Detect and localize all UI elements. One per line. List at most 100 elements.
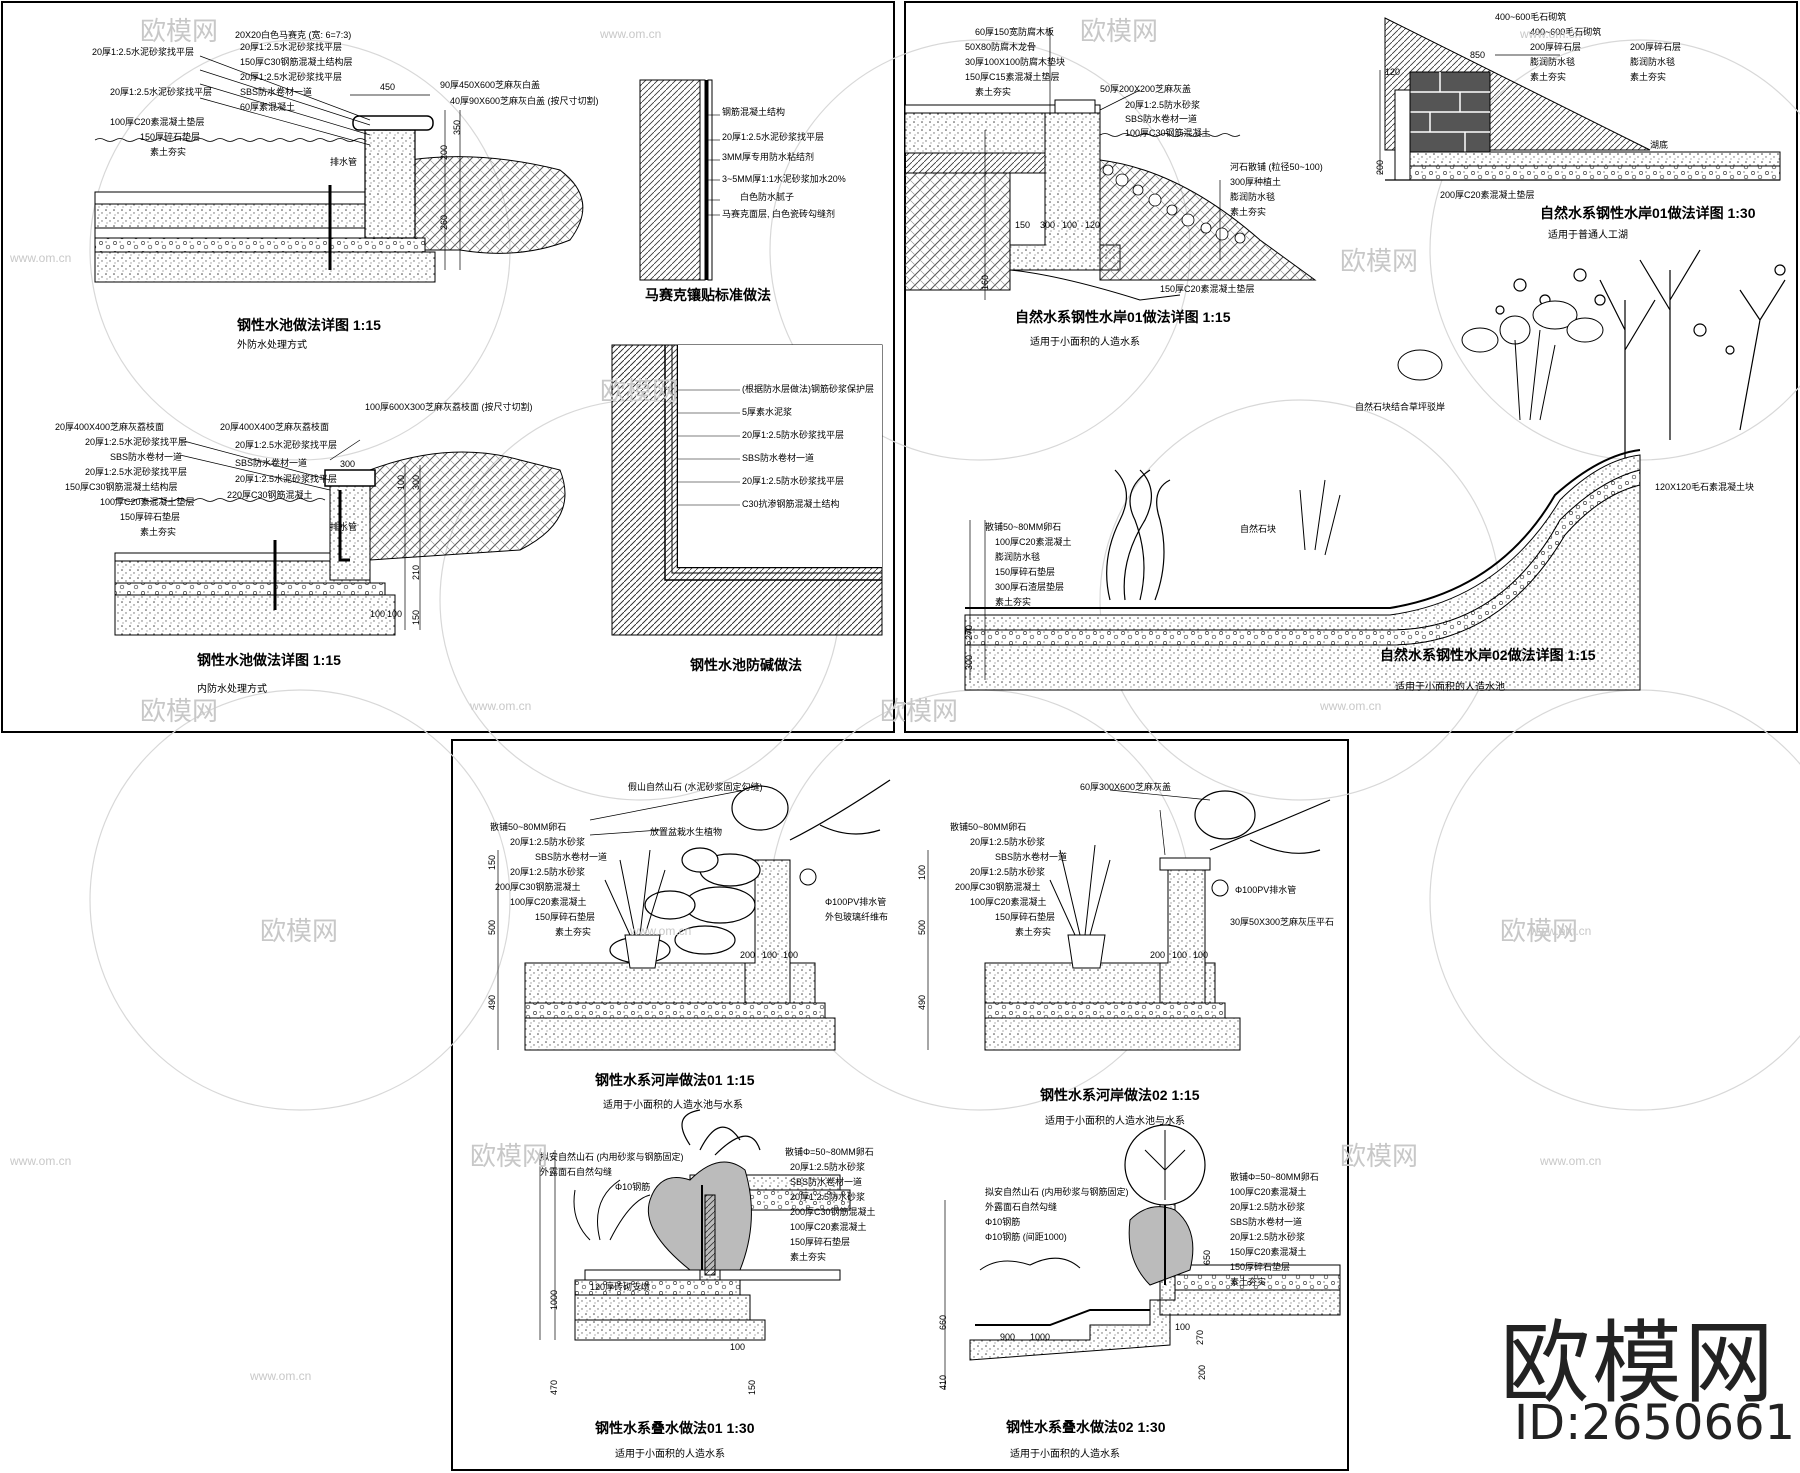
- svg-text:www.om.cn: www.om.cn: [1319, 699, 1381, 713]
- p11-dim: 650: [1202, 1250, 1212, 1265]
- p1-note: 20厚1:2.5水泥砂浆找平层: [240, 41, 342, 52]
- p5-note: 素土夯实: [1230, 206, 1266, 217]
- p3-note: 150厚碎石垫层: [120, 511, 180, 522]
- watermark-tiles: 欧模网 欧模网 欧模网 欧模网 欧模网 欧模网 欧模网 欧模网 欧模网 欧模网: [140, 16, 1578, 1171]
- p6-note: 膨润防水毯: [1530, 56, 1575, 67]
- p1-note: 60厚素混凝土: [240, 101, 295, 112]
- p8-callout: Φ100PV排水管: [825, 896, 886, 907]
- p3-dim: 100: [387, 609, 402, 619]
- p3-note: 20厚400X400芝麻灰荔枝面: [220, 421, 329, 432]
- p7-subtitle: 适用于小面积的人造水池: [1395, 680, 1505, 693]
- panel-river-bank-01: [497, 779, 891, 1051]
- p10-callout: 120厚砖砌支墩: [590, 1281, 650, 1292]
- p4-note: (根据防水层做法)钢筋砂浆保护层: [742, 383, 874, 394]
- svg-text:www.om.cn: www.om.cn: [469, 699, 531, 713]
- p11-dim: 200: [1197, 1365, 1207, 1380]
- svg-text:www.om.cn: www.om.cn: [249, 1369, 311, 1383]
- p2-note: 20厚1:2.5水泥砂浆找平层: [722, 131, 824, 142]
- p7-note: 素土夯实: [995, 596, 1031, 607]
- p3-note: 150厚C30钢筋混凝土结构层: [65, 481, 178, 492]
- p5-note: 30厚100X100防腐木垫块: [965, 56, 1065, 67]
- p3-note: 20厚1:2.5水泥砂浆找平层: [235, 473, 337, 484]
- p6-subtitle: 适用于普通人工湖: [1548, 228, 1628, 241]
- p3-note: SBS防水卷材一道: [235, 457, 307, 468]
- p5-dim: 100: [1062, 220, 1077, 230]
- p5-note: 素土夯实: [975, 86, 1011, 97]
- p6-note: 200厚碎石层: [1530, 41, 1581, 52]
- p8-dim: 200: [740, 950, 755, 960]
- p5-note: 膨润防水毯: [1230, 191, 1275, 202]
- p9-dim: 100: [917, 865, 927, 880]
- p5-note: 60厚150宽防腐木板: [975, 26, 1054, 37]
- p2-title: 马赛克镶贴标准做法: [645, 287, 771, 303]
- p8-callout: 假山自然山石 (水泥砂浆固定勾缝): [628, 781, 763, 792]
- p5-callout: 50厚200X200芝麻灰盖: [1100, 83, 1191, 94]
- p11-dim: 270: [1195, 1330, 1205, 1345]
- p9-note: 素土夯实: [1015, 926, 1051, 937]
- p8-note: 100厚C20素混凝土: [510, 896, 587, 907]
- p6-callout: 湖底: [1650, 139, 1668, 150]
- p1-note: 20X20白色马赛克 (宽: 6=7:3): [235, 29, 351, 40]
- p10-note: 200厚C30钢筋混凝土: [790, 1206, 876, 1217]
- frame-bottom: [451, 739, 1349, 1471]
- p7-callout: 120X120毛石素混凝土块: [1655, 481, 1754, 492]
- p1-note: 20厚1:2.5水泥砂浆找平层: [92, 46, 194, 57]
- p5-dim: 300: [1040, 220, 1055, 230]
- svg-text:欧模网: 欧模网: [1500, 916, 1578, 946]
- p8-note: SBS防水卷材一道: [535, 851, 607, 862]
- p1-note: SBS防水卷材一道: [240, 86, 312, 97]
- p11-note: 散铺Φ=50~80MM卵石: [1230, 1171, 1319, 1182]
- p9-callout: Φ100PV排水管: [1235, 884, 1296, 895]
- watermark-brand-large: 欧模网: [1500, 1311, 1776, 1416]
- p7-title: 自然水系钢性水岸02做法详图 1:15: [1380, 647, 1596, 663]
- p8-dim: 500: [487, 920, 497, 935]
- p3-note: 20厚1:2.5水泥砂浆找平层: [235, 439, 337, 450]
- p1-title: 钢性水池做法详图 1:15: [237, 317, 381, 333]
- p6-note: 素土夯实: [1630, 71, 1666, 82]
- p2-note: 马赛克面层, 白色瓷砖勾缝剂: [722, 208, 835, 219]
- svg-text:www.om.cn: www.om.cn: [1539, 1154, 1601, 1168]
- p7-note: 100厚C20素混凝土: [995, 536, 1072, 547]
- p5-dim: 150: [1015, 220, 1030, 230]
- p11-title: 钢性水系叠水做法02 1:30: [1006, 1419, 1166, 1435]
- p7-note: 散铺50~80MM卵石: [985, 521, 1061, 532]
- p1-subtitle: 外防水处理方式: [237, 338, 307, 351]
- p5-subtitle: 适用于小面积的人造水系: [1030, 335, 1140, 348]
- frame-top-right: [904, 1, 1798, 733]
- p6-note: 膨润防水毯: [1630, 56, 1675, 67]
- svg-text:www.om.cn: www.om.cn: [629, 924, 691, 938]
- p4-note: C30抗渗钢筋混凝土结构: [742, 498, 840, 509]
- p9-dim: 100: [1193, 950, 1208, 960]
- p1-callout: 排水管: [330, 156, 357, 167]
- p3-note: 素土夯实: [140, 526, 176, 537]
- p10-dim: 100: [730, 1342, 745, 1352]
- p11-dim: 900: [1000, 1332, 1015, 1342]
- p5-title: 自然水系钢性水岸01做法详图 1:15: [1015, 309, 1231, 325]
- p7-callout: 自然石块: [1240, 523, 1276, 534]
- p7-callout: 自然石块结合草坪驳岸: [1355, 401, 1445, 412]
- panel-pool-exterior-waterproof: [94, 55, 584, 283]
- p3-note: SBS防水卷材一道: [110, 451, 182, 462]
- p8-callout: 外包玻璃纤维布: [825, 911, 888, 922]
- p10-note: 散铺Φ=50~80MM卵石: [785, 1146, 874, 1157]
- p11-note: 20厚1:2.5防水砂浆: [1230, 1231, 1305, 1242]
- p5-note: 河石散铺 (粒径50~100): [1230, 161, 1323, 172]
- svg-text:www.om.cn: www.om.cn: [9, 1154, 71, 1168]
- p2-note: 白色防水腻子: [740, 191, 794, 202]
- p9-note: 散铺50~80MM卵石: [950, 821, 1026, 832]
- p3-callout: 排水管: [330, 521, 357, 532]
- p5-note: 300厚种植土: [1230, 176, 1281, 187]
- p11-note: 100厚C20素混凝土: [1230, 1186, 1307, 1197]
- svg-text:www.om.cn: www.om.cn: [1529, 924, 1591, 938]
- panel-natural-bank-02: [964, 249, 1786, 691]
- watermark-sites: www.om.cn www.om.cn www.om.cn www.om.cn …: [9, 27, 1601, 1383]
- p10-title: 钢性水系叠水做法01 1:30: [595, 1420, 755, 1436]
- p11-dim: 100: [1175, 1322, 1190, 1332]
- p3-callout: 220厚C30钢筋混凝土: [227, 489, 313, 500]
- p10-note: 150厚碎石垫层: [790, 1236, 850, 1247]
- p3-callout: 100厚600X300芝麻灰荔枝面 (按尺寸切割): [365, 401, 533, 412]
- p10-callout: 外露面石自然勾缝: [540, 1166, 612, 1177]
- p11-subtitle: 适用于小面积的人造水系: [1010, 1447, 1120, 1460]
- p10-callout: 拟安自然山石 (内用砂浆与钢筋固定): [540, 1151, 684, 1162]
- p7-note: 150厚碎石垫层: [995, 566, 1055, 577]
